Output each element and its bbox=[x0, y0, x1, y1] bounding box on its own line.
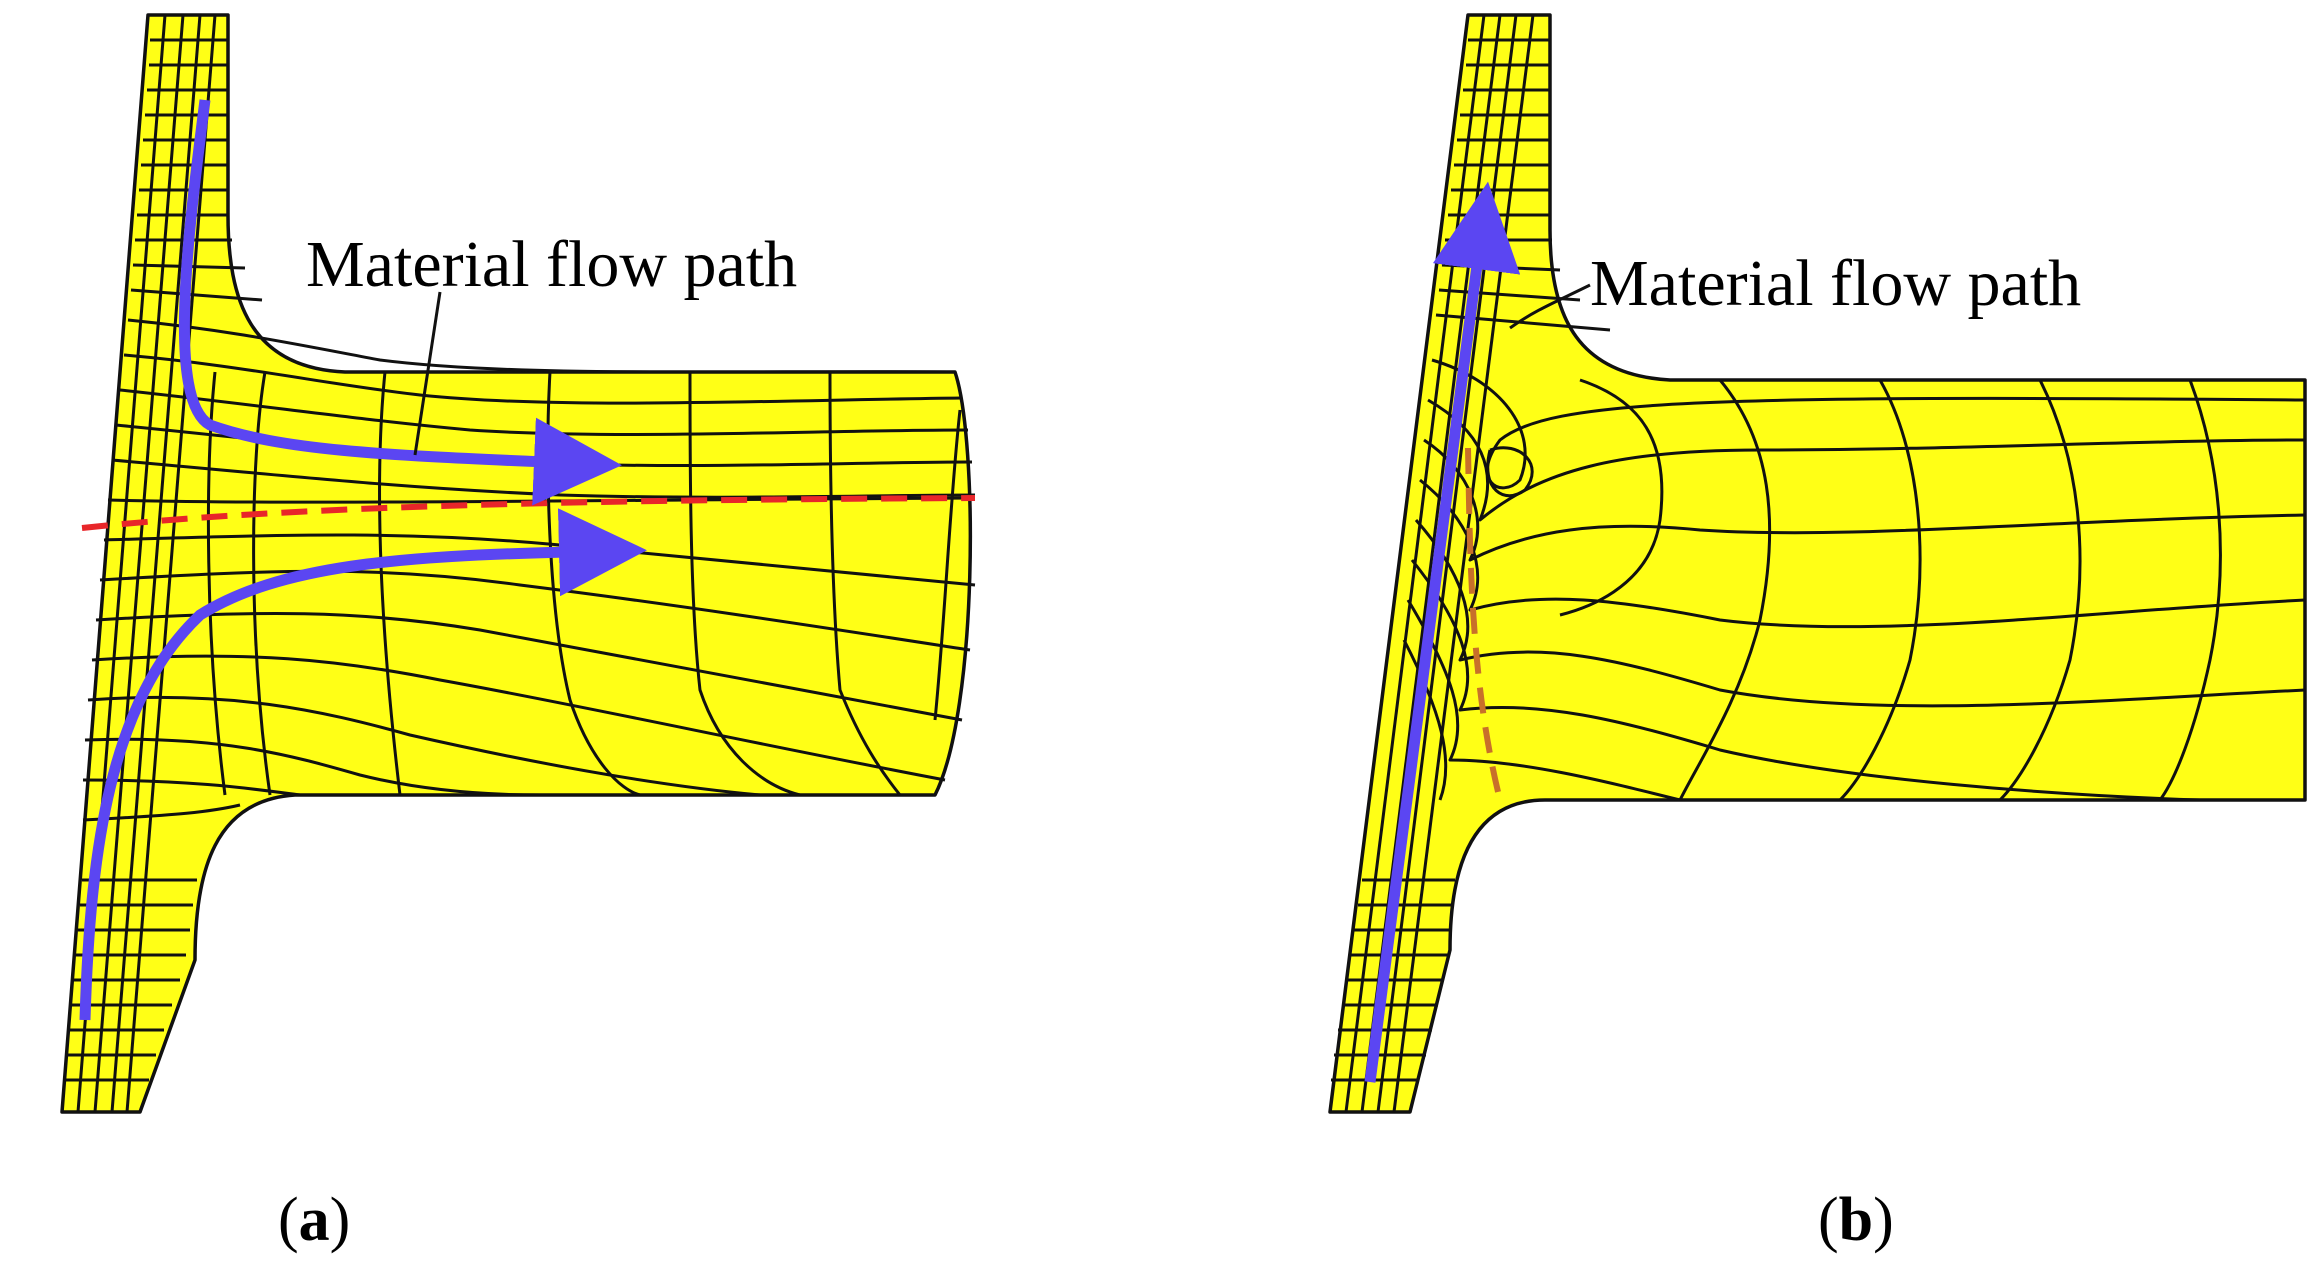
parting-line-a bbox=[81, 495, 976, 531]
part-outline-b bbox=[1328, 13, 2307, 1114]
flow-arrow-b bbox=[1364, 181, 1521, 1083]
flow-arrow-upper-a bbox=[178, 99, 622, 506]
parting-line-b bbox=[1465, 447, 1503, 801]
part-outline-a bbox=[60, 13, 973, 1114]
annotation-leader-a bbox=[413, 291, 442, 456]
mesh-grid-b bbox=[1331, 14, 2306, 1113]
caption-a: (a) bbox=[278, 1186, 350, 1254]
annotation-label-b: Material flow path bbox=[1590, 247, 2081, 320]
flow-arrow-lower-a bbox=[79, 508, 647, 1021]
annotation-leader-b bbox=[1509, 283, 1591, 330]
panel-b: Material flow path (b) bbox=[1328, 13, 2307, 1254]
annotation-label-a: Material flow path bbox=[306, 228, 797, 301]
caption-b: (b) bbox=[1818, 1186, 1894, 1254]
panel-a: Material flow path (a) bbox=[60, 13, 976, 1254]
